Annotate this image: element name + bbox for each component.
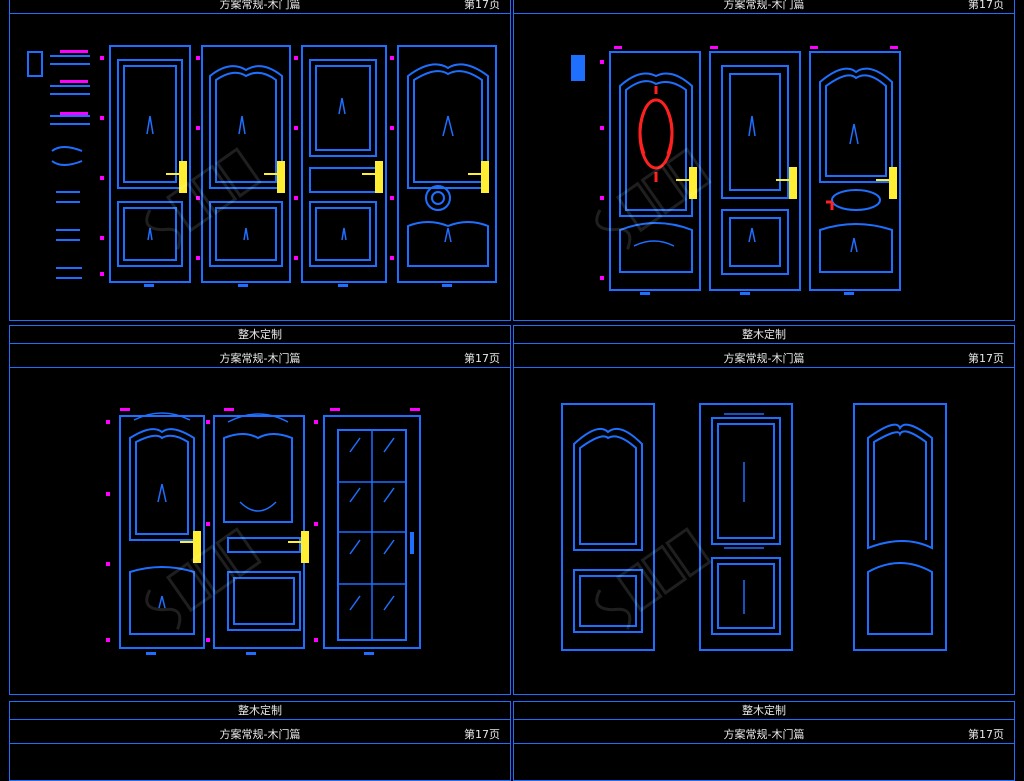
panel-e-title-bar: 整木定制 xyxy=(10,702,510,720)
panel-e-page-number: 第17页 xyxy=(464,728,500,741)
panel-a-door-drawings xyxy=(27,45,497,287)
panel-c-title: 整木定制 xyxy=(238,328,282,341)
panel-c-subtitle-bar: 方案常规-木门篇 第17页 xyxy=(10,350,510,368)
drawing-panel-e[interactable]: 整木定制 方案常规-木门篇 第17页 xyxy=(9,701,511,781)
panel-b-page-number: 第17页 xyxy=(968,0,1004,11)
panel-e-subtitle: 方案常规-木门篇 xyxy=(219,728,301,741)
drawing-panel-f[interactable]: 整木定制 方案常规-木门篇 第17页 xyxy=(513,701,1015,781)
panel-d-page-number: 第17页 xyxy=(968,352,1004,365)
drawing-panel-a[interactable]: 方案常规-木门篇 第17页 xyxy=(9,0,511,321)
panel-f-title: 整木定制 xyxy=(742,704,786,717)
panel-b-subtitle: 方案常规-木门篇 xyxy=(723,0,805,11)
panel-a-page-number: 第17页 xyxy=(464,0,500,11)
panel-d-subtitle: 方案常规-木门篇 xyxy=(723,352,805,365)
panel-a-subtitle-bar: 方案常规-木门篇 第17页 xyxy=(10,0,510,14)
panel-c-door-drawings xyxy=(106,408,421,655)
panel-f-page-number: 第17页 xyxy=(968,728,1004,741)
panel-d-subtitle-bar: 方案常规-木门篇 第17页 xyxy=(514,350,1014,368)
panel-d-title: 整木定制 xyxy=(742,328,786,341)
panel-d-door-drawings xyxy=(561,403,947,651)
panel-a-subtitle: 方案常规-木门篇 xyxy=(219,0,301,11)
drawing-panel-d[interactable]: 整木定制 方案常规-木门篇 第17页 xyxy=(513,325,1015,695)
panel-c-subtitle: 方案常规-木门篇 xyxy=(219,352,301,365)
drawing-panel-b[interactable]: 方案常规-木门篇 第17页 xyxy=(513,0,1015,321)
panel-b-subtitle-bar: 方案常规-木门篇 第17页 xyxy=(514,0,1014,14)
panel-e-subtitle-bar: 方案常规-木门篇 第17页 xyxy=(10,726,510,744)
panel-f-subtitle: 方案常规-木门篇 xyxy=(723,728,805,741)
panel-f-subtitle-bar: 方案常规-木门篇 第17页 xyxy=(514,726,1014,744)
panel-f-title-bar: 整木定制 xyxy=(514,702,1014,720)
panel-b-door-drawings xyxy=(571,46,901,295)
panel-c-page-number: 第17页 xyxy=(464,352,500,365)
panel-c-title-bar: 整木定制 xyxy=(10,326,510,344)
panel-e-title: 整木定制 xyxy=(238,704,282,717)
panel-d-title-bar: 整木定制 xyxy=(514,326,1014,344)
drawing-panel-c[interactable]: 整木定制 方案常规-木门篇 第17页 xyxy=(9,325,511,695)
